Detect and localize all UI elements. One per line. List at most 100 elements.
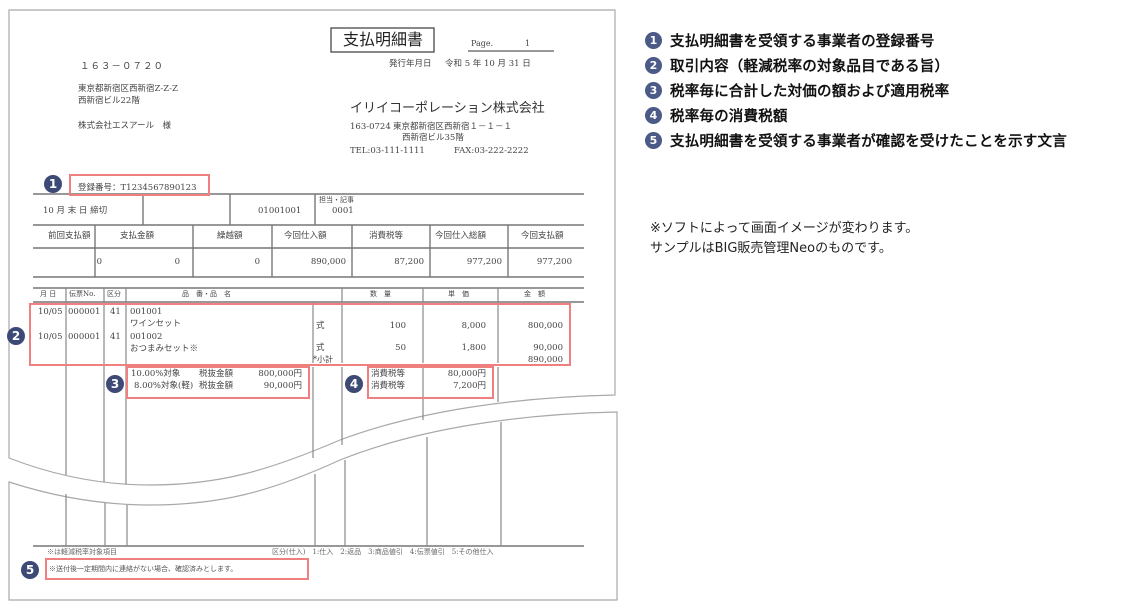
legend-badge-5: 5 xyxy=(645,131,662,149)
legend-item-1: 1 支払明細書を受領する事業者の登録番号 xyxy=(645,28,1067,52)
payment-statement-document: 支払明細書 Page. 1 発行年月日 令和 5 年 10 月 31 日 １６３… xyxy=(7,9,618,601)
legend-text-2: 取引内容（軽減税率の対象品目である旨） xyxy=(670,58,950,75)
highlight-transaction-lines xyxy=(29,303,571,366)
closing-date: 10 月 末 日 締切 xyxy=(43,206,108,216)
recipient-address-line2: 西新宿ビル22階 xyxy=(78,96,140,106)
line2-category: 41 xyxy=(110,332,121,342)
subtotal-amount: 890,000 xyxy=(527,355,563,365)
summary-value-payment: 0 xyxy=(174,257,180,267)
highlight-rate-totals xyxy=(126,366,310,399)
software-note: ※ソフトによって画面イメージが変わります。 サンプルはBIG販売管理Neoのもの… xyxy=(650,219,918,259)
line2-item-code: 001002 xyxy=(130,332,163,342)
tax-amount-1-value: 80,000円 xyxy=(447,369,486,379)
summary-value-total-purchase: 977,200 xyxy=(466,257,502,267)
staff-code: 0001 xyxy=(332,206,354,216)
line1-date: 10/05 xyxy=(38,307,63,317)
issuer-address-line1: 東京都新宿区西新宿１－１－１ xyxy=(393,122,513,132)
legend-item-3: 3 税率毎に合計した対価の額および適用税率 xyxy=(645,78,1067,102)
rate-total-1-amount: 800,000円 xyxy=(258,369,302,379)
tax-amount-1-label: 消費税等 xyxy=(371,369,406,379)
recipient-address-line1: 東京都新宿区西新宿Z-Z-Z xyxy=(78,84,178,94)
legend-badge-1: 1 xyxy=(645,31,662,49)
highlight-registration-number xyxy=(69,174,210,196)
badge-4: 4 xyxy=(345,375,363,393)
line2-date: 10/05 xyxy=(38,332,63,342)
badge-3: 3 xyxy=(106,375,124,393)
legend-item-4: 4 税率毎の消費税額 xyxy=(645,103,1067,127)
line2-unit: 式 xyxy=(316,343,325,353)
summary-value-tax: 87,200 xyxy=(394,257,424,267)
vendor-code: 01001001 xyxy=(258,206,302,216)
line1-item-code: 001001 xyxy=(130,307,163,317)
tax-amount-2-label: 消費税等 xyxy=(371,381,406,391)
legend: 1 支払明細書を受領する事業者の登録番号 2 取引内容（軽減税率の対象品目である… xyxy=(645,28,1067,153)
issuer-postal-code: 163-0724 xyxy=(350,122,391,132)
confirmation-note: ※送付後一定期間内に連絡がない場合、確認済みとします。 xyxy=(49,565,238,573)
summary-header-total-payment: 今回支払額 xyxy=(521,231,564,241)
recipient-postal-code: １６３－０７２０ xyxy=(80,61,165,72)
tax-amount-2-value: 7,200円 xyxy=(453,381,486,391)
detail-header-slip-no: 伝票No. xyxy=(69,290,96,298)
badge-2: 2 xyxy=(7,327,25,345)
rate-total-2-amount: 90,000円 xyxy=(263,381,302,391)
rate-total-2-label: 8.00%対象(軽) xyxy=(134,381,194,391)
legend-badge-3: 3 xyxy=(645,81,662,99)
issuer-tel: TEL:03-111-1111 xyxy=(350,146,425,156)
detail-header-item: 品 番・品 名 xyxy=(182,290,231,298)
issue-date: 令和 5 年 10 月 31 日 xyxy=(445,59,531,69)
summary-header-prev-payment: 前回支払額 xyxy=(48,231,91,241)
rate-total-2-type: 税抜金額 xyxy=(199,381,234,391)
issuer-name: イリイコーポレーション株式会社 xyxy=(350,101,545,116)
detail-header-date: 月 日 xyxy=(40,290,57,298)
summary-header-payment: 支払金額 xyxy=(120,231,155,241)
line2-unit-price: 1,800 xyxy=(461,343,486,353)
reduced-rate-note: ※は軽減税率対象項目 xyxy=(47,548,117,556)
page-number: 1 xyxy=(525,39,531,48)
legend-text-3: 税率毎に合計した対価の額および適用税率 xyxy=(670,83,950,100)
staff-label: 担当・記事 xyxy=(319,196,354,204)
detail-header-unit-price: 単 価 xyxy=(448,290,469,298)
highlight-confirmation-note xyxy=(45,558,309,580)
summary-value-prev-payment: 0 xyxy=(96,257,102,267)
line1-quantity: 100 xyxy=(389,321,406,331)
legend-text-1: 支払明細書を受領する事業者の登録番号 xyxy=(670,33,935,50)
detail-header-amount: 金 額 xyxy=(524,290,545,298)
line1-slip-no: 000001 xyxy=(68,307,101,317)
issuer-fax: FAX:03-222-2222 xyxy=(454,146,529,156)
line2-slip-no: 000001 xyxy=(68,332,101,342)
legend-text-5: 支払明細書を受領する事業者が確認を受けたことを示す文言 xyxy=(670,133,1067,150)
summary-header-carryover: 繰越額 xyxy=(217,231,243,241)
badge-5: 5 xyxy=(21,561,39,579)
line1-category: 41 xyxy=(110,307,121,317)
detail-header-category: 区分 xyxy=(107,290,121,298)
summary-header-purchase: 今回仕入額 xyxy=(284,231,327,241)
page-label: Page. xyxy=(471,39,494,48)
line1-item-name: ワインセット xyxy=(130,319,182,329)
line2-quantity: 50 xyxy=(395,343,406,353)
summary-header-tax: 消費税等 xyxy=(369,231,404,241)
software-note-line1: ※ソフトによって画面イメージが変わります。 xyxy=(650,221,919,236)
legend-item-2: 2 取引内容（軽減税率の対象品目である旨） xyxy=(645,53,1067,77)
summary-header-total-purchase: 今回仕入総額 xyxy=(435,231,487,241)
line1-unit-price: 8,000 xyxy=(461,321,486,331)
legend-badge-2: 2 xyxy=(645,56,662,74)
rate-total-1-type: 税抜金額 xyxy=(199,369,234,379)
issuer-address-line2: 西新宿ビル35階 xyxy=(402,133,464,143)
line2-amount: 90,000 xyxy=(533,343,563,353)
rate-total-1-label: 10.00%対象 xyxy=(131,369,181,379)
issue-date-label: 発行年月日 xyxy=(389,59,432,69)
highlight-tax-amounts xyxy=(367,366,494,399)
document-title: 支払明細書 xyxy=(343,30,424,49)
summary-value-purchase: 890,000 xyxy=(310,257,346,267)
detail-header-quantity: 数 量 xyxy=(370,290,391,298)
legend-badge-4: 4 xyxy=(645,106,662,124)
recipient-name: 株式会社エスアール 様 xyxy=(78,121,171,131)
line1-unit: 式 xyxy=(316,321,325,331)
subtotal-label: *小計 xyxy=(313,355,333,364)
badge-1: 1 xyxy=(44,175,62,193)
line1-amount: 800,000 xyxy=(527,321,563,331)
legend-item-5: 5 支払明細書を受領する事業者が確認を受けたことを示す文言 xyxy=(645,128,1067,152)
legend-text-4: 税率毎の消費税額 xyxy=(670,108,788,125)
summary-value-total-payment: 977,200 xyxy=(536,257,572,267)
software-note-line2: サンプルはBIG販売管理Neoのものです。 xyxy=(650,241,892,256)
